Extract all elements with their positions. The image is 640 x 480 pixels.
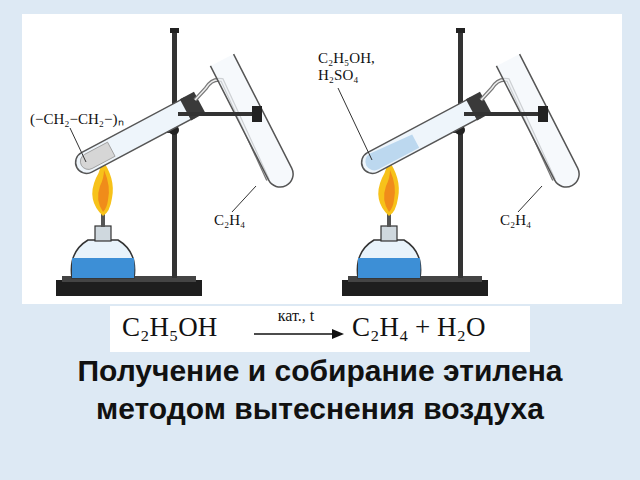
left-apparatus <box>56 28 298 296</box>
gas-label: C₂H₄ <box>214 212 245 229</box>
equation-part: C₂H₅OH <box>122 312 217 343</box>
reaction-condition: кат., t <box>278 307 314 325</box>
equation-part: C₂H₄ + H₂O <box>352 312 485 343</box>
formula-label: (−CH₂−CH₂−)ₙ <box>30 108 124 128</box>
right-apparatus <box>342 28 584 296</box>
slide-title: Получение и собирание этилена методом вы… <box>60 352 580 428</box>
reagent-label: C₂H₅OH, H₂SO₄ <box>318 50 390 84</box>
gas-label: C₂H₄ <box>500 212 531 229</box>
